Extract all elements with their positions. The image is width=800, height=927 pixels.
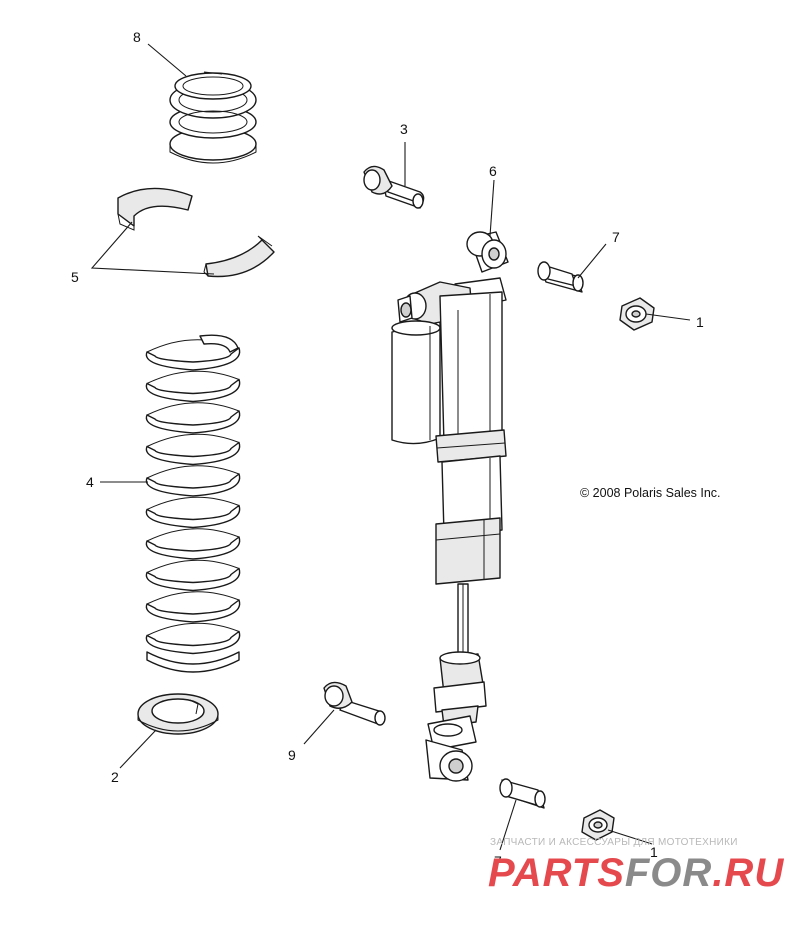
shock-absorber-part-6 [391,231,509,782]
spring-retainer-part-8 [169,71,257,164]
callout-7-lower: 7 [494,853,502,869]
watermark-logo-red: PARTS [488,851,625,895]
flange-nut-lower-part-1 [581,809,615,841]
callout-1-upper: 1 [696,314,704,330]
leader-7b [499,799,517,851]
callout-9: 9 [288,747,296,763]
callout-1-lower: 1 [650,844,658,860]
callout-6: 6 [489,163,497,179]
watermark-logo: PARTSFOR.RU [488,851,784,895]
bushing-sleeve-lower-part-7 [499,778,546,809]
lower-spring-seat-part-2 [137,693,219,735]
leader-5 [90,221,215,275]
upper-bolt-part-3 [363,165,425,209]
leader-7a [577,243,607,279]
callouts: 8 3 6 7 1 5 4 2 9 7 1 [71,29,704,869]
split-seat-upper-part-5 [117,187,193,231]
bushing-sleeve-upper-part-7 [537,261,584,293]
callout-7-upper: 7 [612,229,620,245]
leader-9 [303,709,335,745]
coil-spring-part-4 [145,334,241,673]
watermark-logo-suffix: .RU [712,851,784,895]
flange-nut-upper-part-1 [619,297,655,331]
leader-1b [607,829,653,845]
leader-2 [119,729,157,769]
leader-lines [90,43,691,851]
leader-6 [489,179,495,237]
callout-4: 4 [86,474,94,490]
split-seat-lower-part-5 [203,235,275,278]
copyright-notice: © 2008 Polaris Sales Inc. [580,486,721,500]
watermark-tagline: ЗАПЧАСТИ И АКСЕССУАРЫ ДЛЯ МОТОТЕХНИКИ [490,837,738,848]
watermark-logo-gray: FOR [625,851,712,895]
leader-8 [147,43,187,77]
watermark: ЗАПЧАСТИ И АКСЕССУАРЫ ДЛЯ МОТОТЕХНИКИ PA… [488,837,784,895]
callout-8: 8 [133,29,141,45]
callout-2: 2 [111,769,119,785]
callout-3: 3 [400,121,408,137]
callout-5: 5 [71,269,79,285]
lower-bolt-part-9 [323,681,386,726]
leader-1a [645,313,691,321]
